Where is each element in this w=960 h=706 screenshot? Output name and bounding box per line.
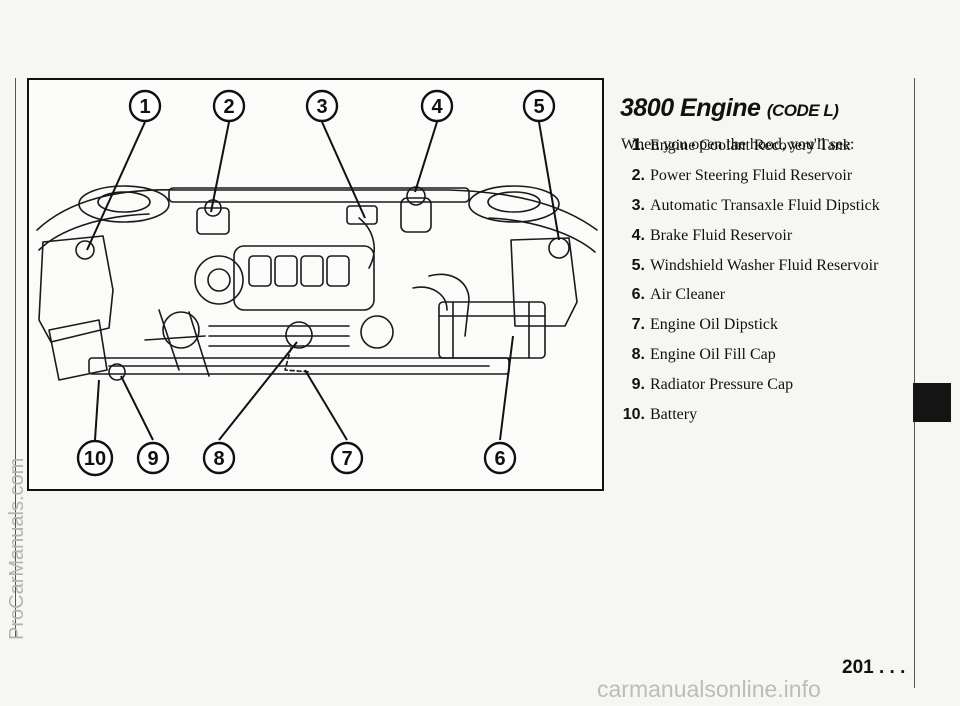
item-label: Air Cleaner [650,286,726,303]
callout-1: 1 [128,89,162,123]
item-label: Engine Coolant Recovery Tank [650,137,851,154]
callout-5: 5 [522,89,556,123]
callout-3: 3 [305,89,339,123]
svg-text:10: 10 [84,448,106,470]
item-number: 7. [631,316,645,333]
heading-title: 3800 Engine [620,94,761,122]
callout-6: 6 [483,441,517,475]
list-item: 2. Power Steering Fluid Reservoir [610,167,910,191]
item-number: 8. [631,346,645,363]
list-item: 7. Engine Oil Dipstick [610,316,910,340]
footer-watermark: carmanualsonline.info [597,676,821,702]
item-label: Battery [650,406,698,423]
svg-text:2: 2 [223,96,234,118]
list-item: 5. Windshield Washer Fluid Reservoir [610,257,910,281]
heading-code: (CODE L) [766,101,839,120]
section-heading: 3800 Engine (CODE L) [620,94,839,123]
svg-text:8: 8 [213,448,224,470]
callout-4: 4 [420,89,454,123]
callout-8: 8 [202,441,236,475]
item-number: 6. [631,286,645,303]
intro-text: When you open the hood, you'll see: [621,136,855,153]
list-item: 8. Engine Oil Fill Cap [610,346,910,370]
callout-9: 9 [136,441,170,475]
svg-text:5: 5 [533,96,544,118]
svg-text:1: 1 [139,96,150,118]
item-number: 1. [631,137,645,154]
engine-diagram: 1 2 3 4 5 6 7 8 9 10 [27,78,604,491]
item-label: Engine Oil Dipstick [650,316,778,333]
item-label: Engine Oil Fill Cap [650,346,776,363]
section-tab-marker [913,383,951,422]
engine-illustration: 1 2 3 4 5 6 7 8 9 10 [36,89,598,477]
callout-7: 7 [330,441,364,475]
item-label: Power Steering Fluid Reservoir [650,167,853,184]
svg-text:3: 3 [316,96,327,118]
left-margin-line [15,78,16,638]
item-number: 9. [631,376,645,393]
item-number: 3. [631,197,645,214]
list-item: 4. Brake Fluid Reservoir [610,227,910,251]
item-label: Radiator Pressure Cap [650,376,794,393]
list-item: 1. Engine Coolant Recovery Tank [610,137,910,161]
side-watermark: ProCarManuals.com [6,457,28,640]
item-number: 10. [622,406,645,423]
svg-text:7: 7 [341,448,352,470]
callout-2: 2 [212,89,246,123]
item-number: 5. [631,257,645,274]
callout-10: 10 [76,439,114,477]
list-item: 10. Battery [610,406,910,430]
item-label: Automatic Transaxle Fluid Dipstick [650,197,880,214]
svg-text:9: 9 [147,448,158,470]
list-item: 3. Automatic Transaxle Fluid Dipstick [610,197,910,221]
item-label: Brake Fluid Reservoir [650,227,793,244]
svg-text:6: 6 [494,448,505,470]
svg-text:4: 4 [431,96,443,118]
list-item: 6. Air Cleaner [610,286,910,310]
list-item: 9. Radiator Pressure Cap [610,376,910,400]
item-label: Windshield Washer Fluid Reservoir [650,257,879,274]
item-number: 2. [631,167,645,184]
item-number: 4. [631,227,645,244]
page-number: 201 . . . [842,657,906,678]
